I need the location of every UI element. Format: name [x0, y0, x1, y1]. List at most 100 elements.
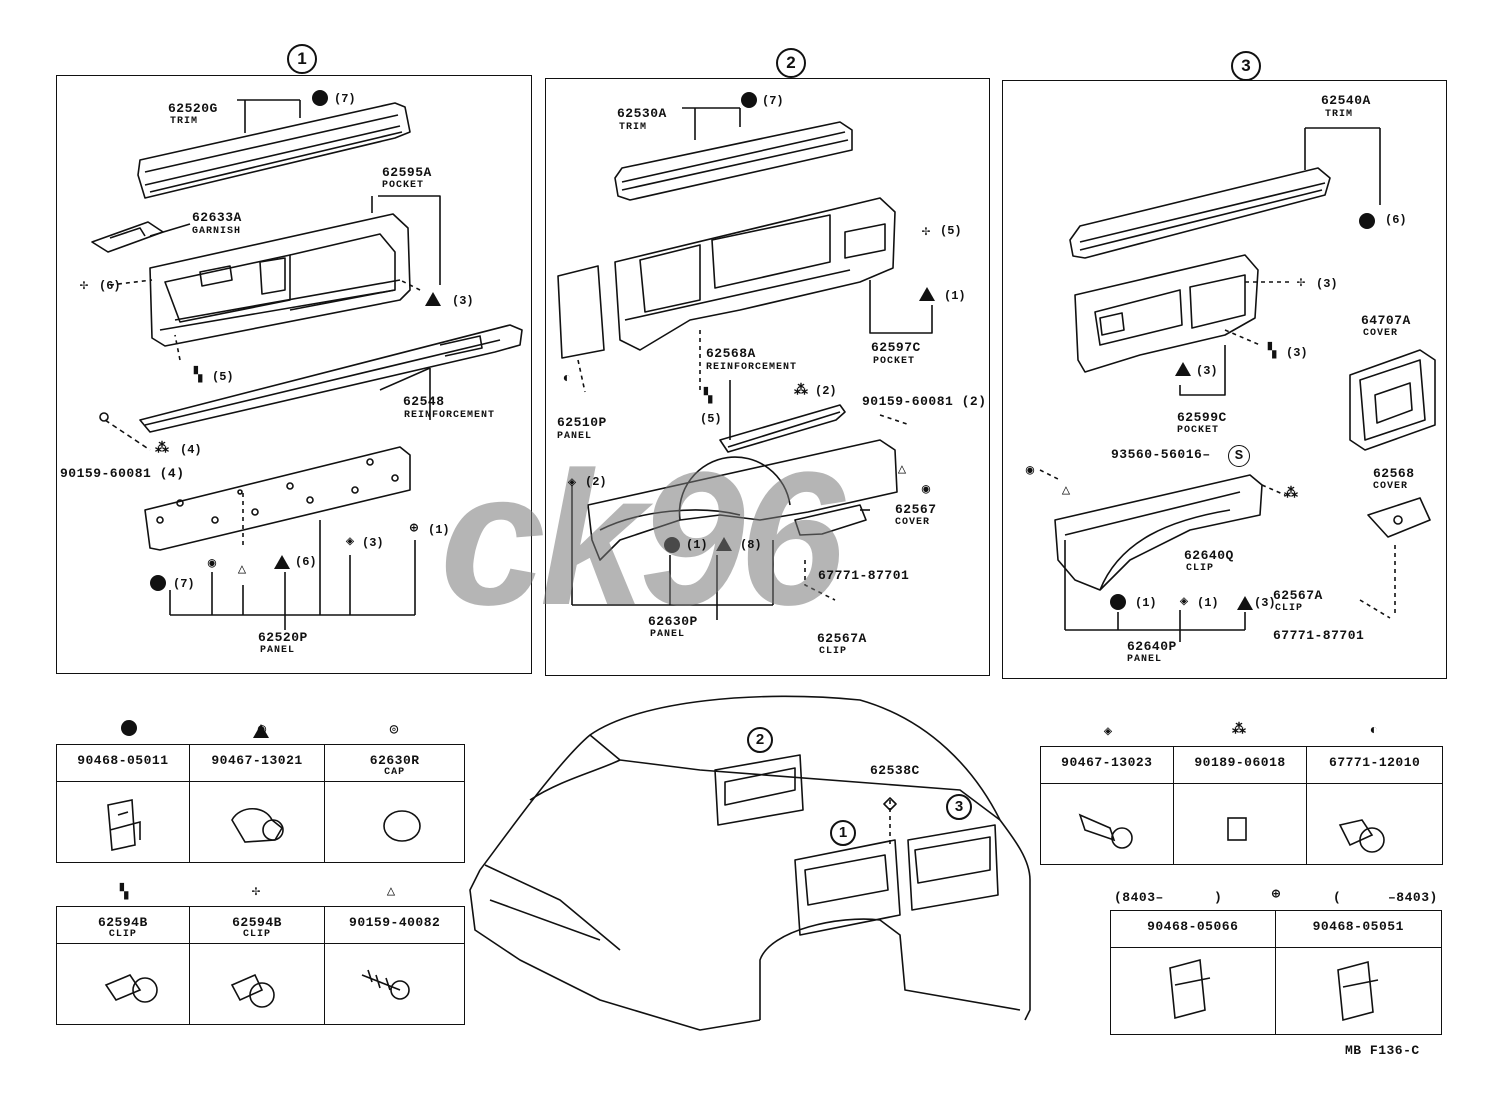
s3-cover64-sub: COVER [1363, 328, 1399, 339]
tri-dot-icon: ⁂ [155, 441, 169, 457]
legend-cell-90468-05011: 90468-05011 [77, 753, 169, 768]
range-left-label: (8403– [1114, 890, 1164, 905]
legend-cell-90468-05066: 90468-05066 [1147, 919, 1239, 934]
s2-screw-qty: (2) [815, 384, 837, 398]
s1-trim-number: 62520G [168, 101, 218, 116]
s2-clip-number: 62567A [817, 631, 867, 646]
s2-pocket-qty: (1) [944, 289, 966, 303]
s3-trim-number: 62540A [1321, 93, 1371, 108]
legend-cell-90467-13023: 90467-13023 [1061, 755, 1153, 770]
s2-panel-sub: PANEL [650, 629, 686, 640]
s1-panel-qty-b: (6) [295, 555, 317, 569]
s1-reinforcement-number: 62548 [403, 394, 445, 409]
s3-panel-number: 62640P [1127, 639, 1177, 654]
section-3-frame [1002, 80, 1447, 679]
s2-screw-number: 90159-60081 (2) [862, 394, 987, 409]
s2-panel-small-sub: PANEL [557, 431, 593, 442]
vehicle-panel-3-drawing [907, 824, 999, 911]
cap-ring-icon: ◉ [1025, 463, 1035, 479]
cap-ring-icon: ◉ [257, 722, 267, 738]
cap-ring-icon: ◎ [389, 722, 399, 738]
checker-icon: ▚ [193, 368, 203, 384]
s3-pocket-qty-b: (3) [1196, 364, 1218, 378]
s3-cover68-sub: COVER [1373, 481, 1409, 492]
s1-clip5-qty: (5) [212, 370, 234, 384]
tri-dot-icon: ⁂ [1284, 486, 1298, 502]
legend-right-bottom: 90468-05066 90468-05051 [1110, 910, 1442, 1035]
hatched-triangle-icon: △ [897, 462, 907, 478]
s1-screw-qty: (4) [180, 443, 202, 457]
s3-clipnum: 67771-87701 [1273, 628, 1365, 643]
s3-trim-sub: TRIM [1325, 109, 1354, 120]
s3-pocket-number: 62599C [1177, 410, 1227, 425]
legend-cell-90468-05051: 90468-05051 [1312, 919, 1404, 934]
s2-pocket-number: 62597C [871, 340, 921, 355]
s1-pocket-sub: POCKET [382, 180, 425, 191]
circle-plus-icon: ⊕ [409, 521, 419, 537]
s1-panel-qty-c: (3) [362, 536, 384, 550]
s1-trim-qty: (7) [334, 92, 356, 106]
s1-clip6-qty: (6) [99, 279, 121, 293]
s1-panel-qty-a: (7) [173, 577, 195, 591]
s3-cover64-number: 64707A [1361, 313, 1411, 328]
hatched-triangle-icon: △ [1061, 483, 1071, 499]
pinwheel-icon: ✢ [921, 224, 931, 240]
s3-bolt-number: 93560-56016– [1111, 447, 1211, 462]
s2-panel-qty-c: (8) [740, 538, 762, 552]
vehicle-panel-2-drawing [714, 754, 804, 826]
s2-panel-qty-a: (2) [585, 475, 607, 489]
s2-cover-number: 62567 [895, 502, 937, 517]
s2-panel-small-number: 62510P [557, 415, 607, 430]
legend-cell-90189-06018: 90189-06018 [1194, 755, 1286, 770]
section-3-number: 3 [1231, 51, 1261, 81]
s2-reinforcement-qty: (5) [700, 412, 722, 426]
range-right-label: –8403) [1388, 890, 1438, 905]
s2-panel-qty-b: (1) [686, 538, 708, 552]
vehicle-label-3: 3 [946, 794, 972, 820]
s3-bolt-s-badge: S [1228, 445, 1250, 467]
watermark: ck96 [440, 433, 845, 645]
range-right-open: ( [1333, 890, 1342, 905]
vehicle-part-number: 62538C [870, 763, 920, 778]
section-1-number: 1 [287, 44, 317, 74]
s1-panel-qty-d: (1) [428, 523, 450, 537]
s3-cover68-number: 62568 [1373, 466, 1415, 481]
s1-panel-sub: PANEL [260, 645, 296, 656]
s2-clipnum: 67771-87701 [818, 568, 910, 583]
pinwheel-icon: ✢ [251, 884, 261, 900]
hatched-triangle-icon: △ [237, 562, 247, 578]
cap-ring-icon: ◉ [207, 556, 217, 572]
diamond-square-icon: ◈ [1103, 724, 1113, 740]
diamond-square-icon: ◈ [567, 475, 577, 491]
checker-icon: ▚ [703, 389, 713, 405]
s2-trim-qty: (7) [762, 94, 784, 108]
legend-right-top: 90467-13023 90189-06018 67771-12010 [1040, 746, 1443, 865]
s3-clipq-sub: CLIP [1186, 563, 1215, 574]
legend-cell-67771-12010: 67771-12010 [1329, 755, 1421, 770]
s1-pocket-qty: (3) [452, 294, 474, 308]
s3-clipa-number: 62567A [1273, 588, 1323, 603]
legend-cell-90159-40082: 90159-40082 [349, 915, 441, 930]
s1-panel-number: 62520P [258, 630, 308, 645]
half-circle-icon: ◐ [1369, 723, 1379, 739]
s3-pocket-sub: POCKET [1177, 425, 1220, 436]
s1-reinforcement-sub: REINFORCEMENT [404, 410, 496, 421]
section-2-number: 2 [776, 48, 806, 78]
s3-panel-qty-b: (1) [1197, 596, 1219, 610]
tri-dot-icon: ⁂ [794, 383, 808, 399]
s2-reinforcement-number: 62568A [706, 346, 756, 361]
s1-garnish-sub: GARNISH [192, 226, 242, 237]
legend-cell-90467-13021: 90467-13021 [211, 753, 303, 768]
s3-cross-qty: (3) [1316, 277, 1338, 291]
checker-icon: ▚ [1267, 344, 1277, 360]
s2-clip-sub: CLIP [819, 646, 848, 657]
diagram-code: MB F136-C [1345, 1043, 1420, 1058]
s3-panel-qty-a: (1) [1135, 596, 1157, 610]
pinwheel-icon: ✢ [1296, 275, 1306, 291]
s1-trim-sub: TRIM [170, 116, 199, 127]
tri-dot-icon: ⁂ [1232, 722, 1246, 738]
section-2-frame [545, 78, 990, 676]
